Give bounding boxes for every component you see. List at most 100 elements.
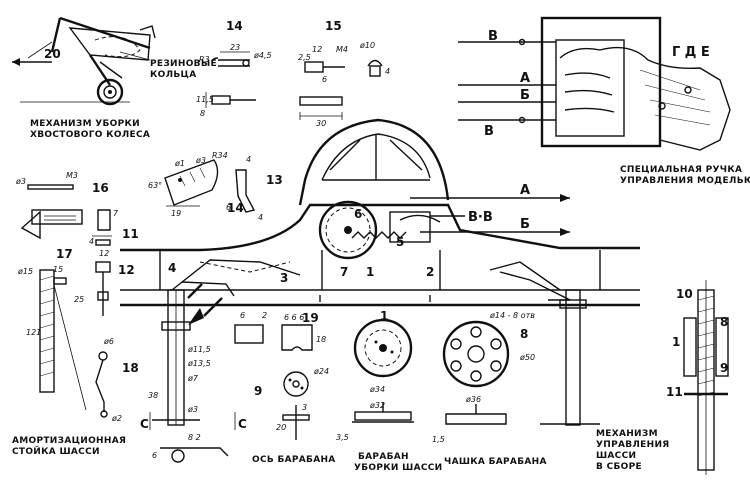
mech-part-5: 5 — [396, 235, 404, 249]
handle-caption-2: УПРАВЛЕНИЯ МОДЕЛЬЮ — [620, 176, 750, 186]
dim-14-r3: R3 — [199, 55, 210, 64]
assembly-caption-3: ШАССИ — [596, 451, 636, 461]
dim-r34: R34 — [212, 151, 228, 160]
drum-caption-2: УБОРКИ ШАССИ — [354, 463, 443, 473]
dim-135: ø13,5 — [187, 359, 211, 368]
tail-wheel-caption: МЕХАНИЗМ УБОРКИ — [30, 119, 140, 129]
dim-1-34: ø34 — [369, 385, 385, 394]
part-number-20: 20 — [44, 47, 61, 61]
dim-115: ø11,5 — [187, 345, 211, 354]
assembly-caption: МЕХАНИЗМ — [596, 429, 658, 439]
mech-part-7: 7 — [340, 265, 348, 279]
dim-9-20: 20 — [276, 423, 286, 432]
dim-9-3: 3 — [302, 403, 307, 412]
dim-18-2: ø2 — [111, 414, 122, 423]
part-16 — [20, 184, 83, 240]
assembly-part-8: 8 — [720, 315, 728, 329]
assembly-part-10: 10 — [676, 287, 693, 301]
dim-13-6: 6 — [226, 203, 231, 212]
dim-1-32: ø32 — [369, 401, 385, 410]
dim-9-24: ø24 — [313, 367, 329, 376]
tail-wheel-caption-2: ХВОСТОВОГО КОЛЕСА — [30, 130, 150, 140]
dim-38: 38 — [148, 391, 158, 400]
dim-15-25: 2,5 — [298, 53, 311, 62]
part-8-cup — [442, 320, 510, 425]
dim-15-12: 12 — [312, 45, 322, 54]
dim-17-15b: 15 — [53, 265, 63, 274]
axle-caption: ОСЬ БАРАБАНА — [252, 455, 336, 465]
arrow-icon — [188, 308, 204, 325]
dim-16-m3: M3 — [66, 171, 78, 180]
dim-phi1: ø1 — [174, 159, 185, 168]
dim-19: 19 — [171, 209, 181, 218]
dim-14-45: ø4,5 — [253, 51, 272, 60]
dim-19-18: 18 — [316, 335, 326, 344]
assembly-caption-4: В СБОРЕ — [596, 462, 642, 472]
part-14 — [205, 51, 256, 108]
part-number-12: 12 — [118, 263, 135, 277]
assembly-drawing — [683, 280, 729, 475]
strut-caption: АМОРТИЗАЦИОННАЯ — [12, 436, 126, 446]
part-12 — [95, 261, 111, 316]
dim-16-3: ø3 — [15, 177, 26, 186]
dim-6: 6 — [152, 451, 157, 460]
part-18 — [95, 351, 108, 418]
mech-part-3: 3 — [280, 271, 288, 285]
dim-19-2: 2 — [262, 311, 267, 320]
spring-icon — [351, 231, 407, 239]
dim-82: 8 2 — [188, 433, 201, 442]
dim-14-115: 11,5 — [196, 95, 214, 104]
dim-8-14: ø14 - 8 отв — [489, 311, 535, 320]
dim-phi3: ø3 — [195, 156, 206, 165]
wire-b: Б — [520, 217, 530, 232]
handle-wire-v2: В — [484, 124, 494, 139]
main-mechanism — [120, 118, 640, 325]
part-13 — [235, 169, 256, 213]
part-15 — [299, 59, 383, 120]
wire-a: А — [520, 183, 530, 198]
part-9-axle — [282, 371, 310, 440]
handle-caption: СПЕЦИАЛЬНАЯ РУЧКА — [620, 165, 742, 175]
dim-15-10: ø10 — [359, 41, 375, 50]
assembly-part-9: 9 — [720, 361, 728, 375]
dim-17-121: 121 — [26, 328, 41, 337]
part-1-drum — [352, 318, 414, 423]
part-number-8: 8 — [520, 327, 528, 341]
assembly-part-1: 1 — [672, 335, 680, 349]
dim-12-12: 12 — [99, 249, 109, 258]
dim-63: 63° — [148, 181, 162, 190]
part-number-9: 9 — [254, 384, 262, 398]
dim-8-50: ø50 — [519, 353, 535, 362]
part-number-14-small: 14 — [227, 201, 244, 215]
section-c-left: С — [140, 417, 149, 431]
part-number-18: 18 — [122, 361, 139, 375]
assembly-part-11: 11 — [666, 385, 683, 399]
part-17-strut-tube — [39, 269, 87, 411]
section-c-right: С — [238, 417, 247, 431]
part-19 — [234, 324, 313, 351]
dim-17-25: 25 — [74, 295, 84, 304]
dim-3: ø3 — [187, 405, 198, 414]
dim-11-7: 7 — [113, 209, 119, 218]
mech-part-6: 6 — [354, 207, 362, 221]
part-number-11: 11 — [122, 227, 139, 241]
rubber-rings-caption: РЕЗИНОВЫЕ — [150, 59, 217, 69]
dim-13-4: 4 — [246, 155, 251, 164]
part-number-1: 1 — [380, 309, 388, 323]
dim-15-30: 30 — [316, 119, 326, 128]
dim-19-666: 6 6 6 — [284, 313, 304, 322]
drum-caption: БАРАБАН — [358, 452, 409, 462]
mech-part-1: 1 — [366, 265, 374, 279]
part-number-13: 13 — [266, 173, 283, 187]
handle-wire-b: Б — [520, 88, 530, 103]
wire-vv: В·В — [468, 210, 493, 225]
part-number-19: 19 — [302, 311, 319, 325]
part-number-16: 16 — [92, 181, 109, 195]
dim-14-23: 23 — [230, 43, 240, 52]
part-number-14: 14 — [226, 19, 243, 33]
strut-caption-2: СТОЙКА ШАССИ — [12, 445, 100, 457]
dim-7: ø7 — [187, 374, 199, 383]
assembly-caption-2: УПРАВЛЕНИЯ — [596, 440, 670, 450]
